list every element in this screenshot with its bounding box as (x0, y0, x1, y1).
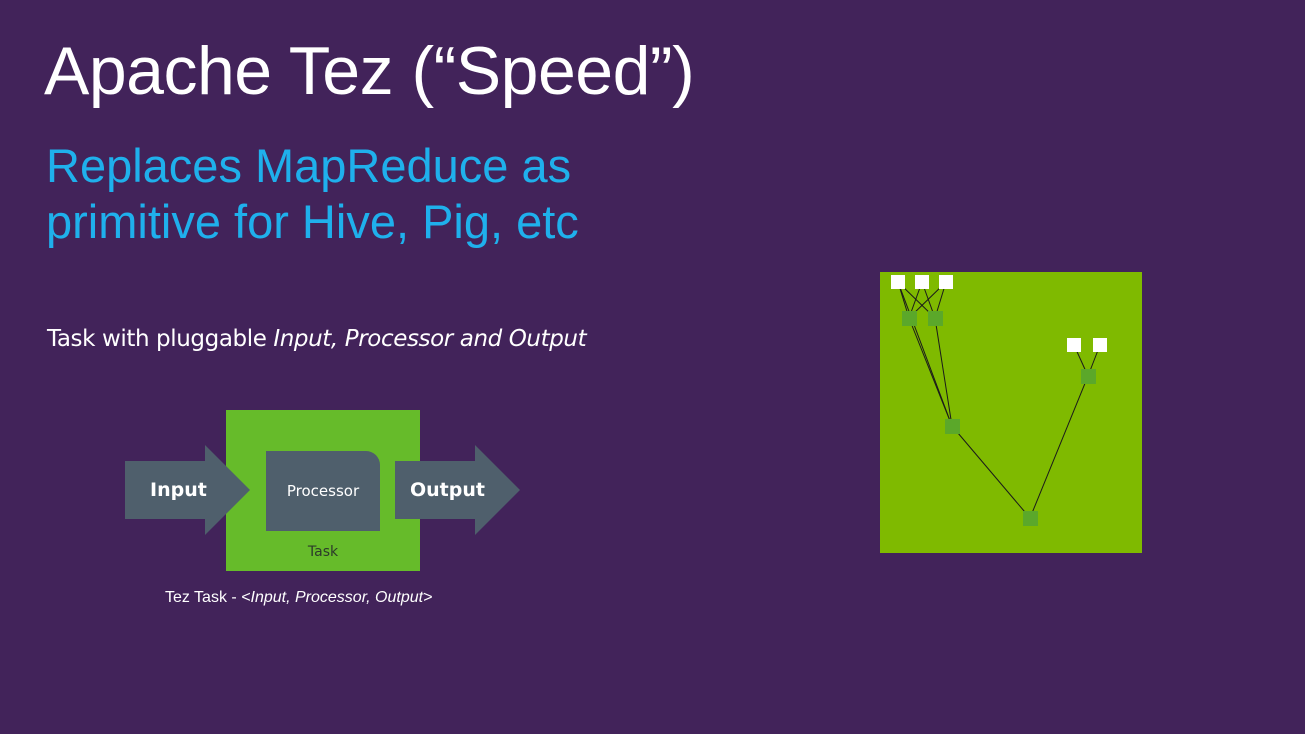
dag-task-node (945, 419, 960, 434)
input-arrow: Input (125, 445, 250, 535)
description-italic: Input, Processor and Output (273, 326, 587, 352)
dag-task-node (1081, 369, 1096, 384)
dag-edge (951, 425, 1031, 519)
dag-edge (897, 281, 953, 427)
dag-edge (1029, 375, 1089, 519)
dag-output-node (1023, 511, 1038, 526)
output-arrow-icon (395, 445, 520, 535)
dag-input-node (915, 275, 929, 289)
dag-nodes (891, 275, 1107, 526)
dag-input-node (891, 275, 905, 289)
dag-edge (934, 317, 953, 427)
task-description: Task with pluggable Input, Processor and… (47, 326, 587, 352)
output-arrow: Output (395, 445, 520, 535)
dag-graph (891, 275, 1107, 526)
caption-italic: <Input, Processor, Output> (241, 589, 433, 606)
output-label: Output (410, 479, 485, 501)
dag-task-node (902, 311, 917, 326)
task-label: Task (307, 544, 339, 560)
dag-edge (908, 317, 953, 427)
slide-title: Apache Tez (“Speed”) (44, 33, 695, 109)
dag-illustration (880, 272, 1142, 553)
dag-input-node (1067, 338, 1081, 352)
tez-task-caption: Tez Task - <Input, Processor, Output> (165, 589, 432, 607)
caption-text: Tez Task - (165, 589, 242, 606)
input-label: Input (150, 479, 207, 501)
subtitle-line-2: primitive for Hive, Pig, etc (46, 195, 579, 248)
processor-box: Processor (266, 451, 380, 531)
dag-input-node (939, 275, 953, 289)
input-arrow-icon (125, 445, 250, 535)
dag-task-node (928, 311, 943, 326)
processor-label: Processor (286, 482, 360, 500)
slide-subtitle: Replaces MapReduce as primitive for Hive… (46, 138, 579, 250)
description-text: Task with pluggable (47, 326, 274, 352)
subtitle-line-1: Replaces MapReduce as (46, 139, 572, 192)
dag-input-node (1093, 338, 1107, 352)
